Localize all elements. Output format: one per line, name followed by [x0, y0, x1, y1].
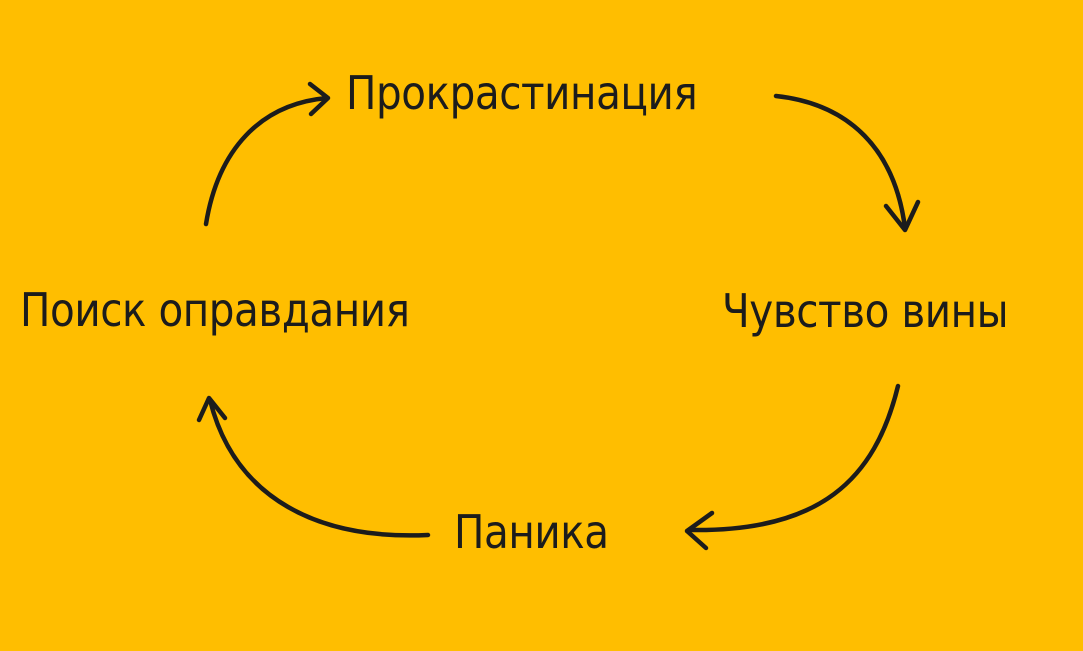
arrow-procrastination-to-guilt: [773, 93, 921, 233]
node-procrastination: Прокрастинация: [346, 66, 698, 120]
arrow-excuse-search-to-procrastination: [203, 81, 331, 227]
arrow-panic-to-excuse-search: [196, 395, 431, 538]
node-guilt: Чувство вины: [722, 284, 1009, 338]
node-panic: Паника: [454, 505, 609, 559]
node-excuse-search: Поиск оправдания: [20, 283, 410, 337]
arrow-guilt-to-panic: [684, 383, 901, 551]
